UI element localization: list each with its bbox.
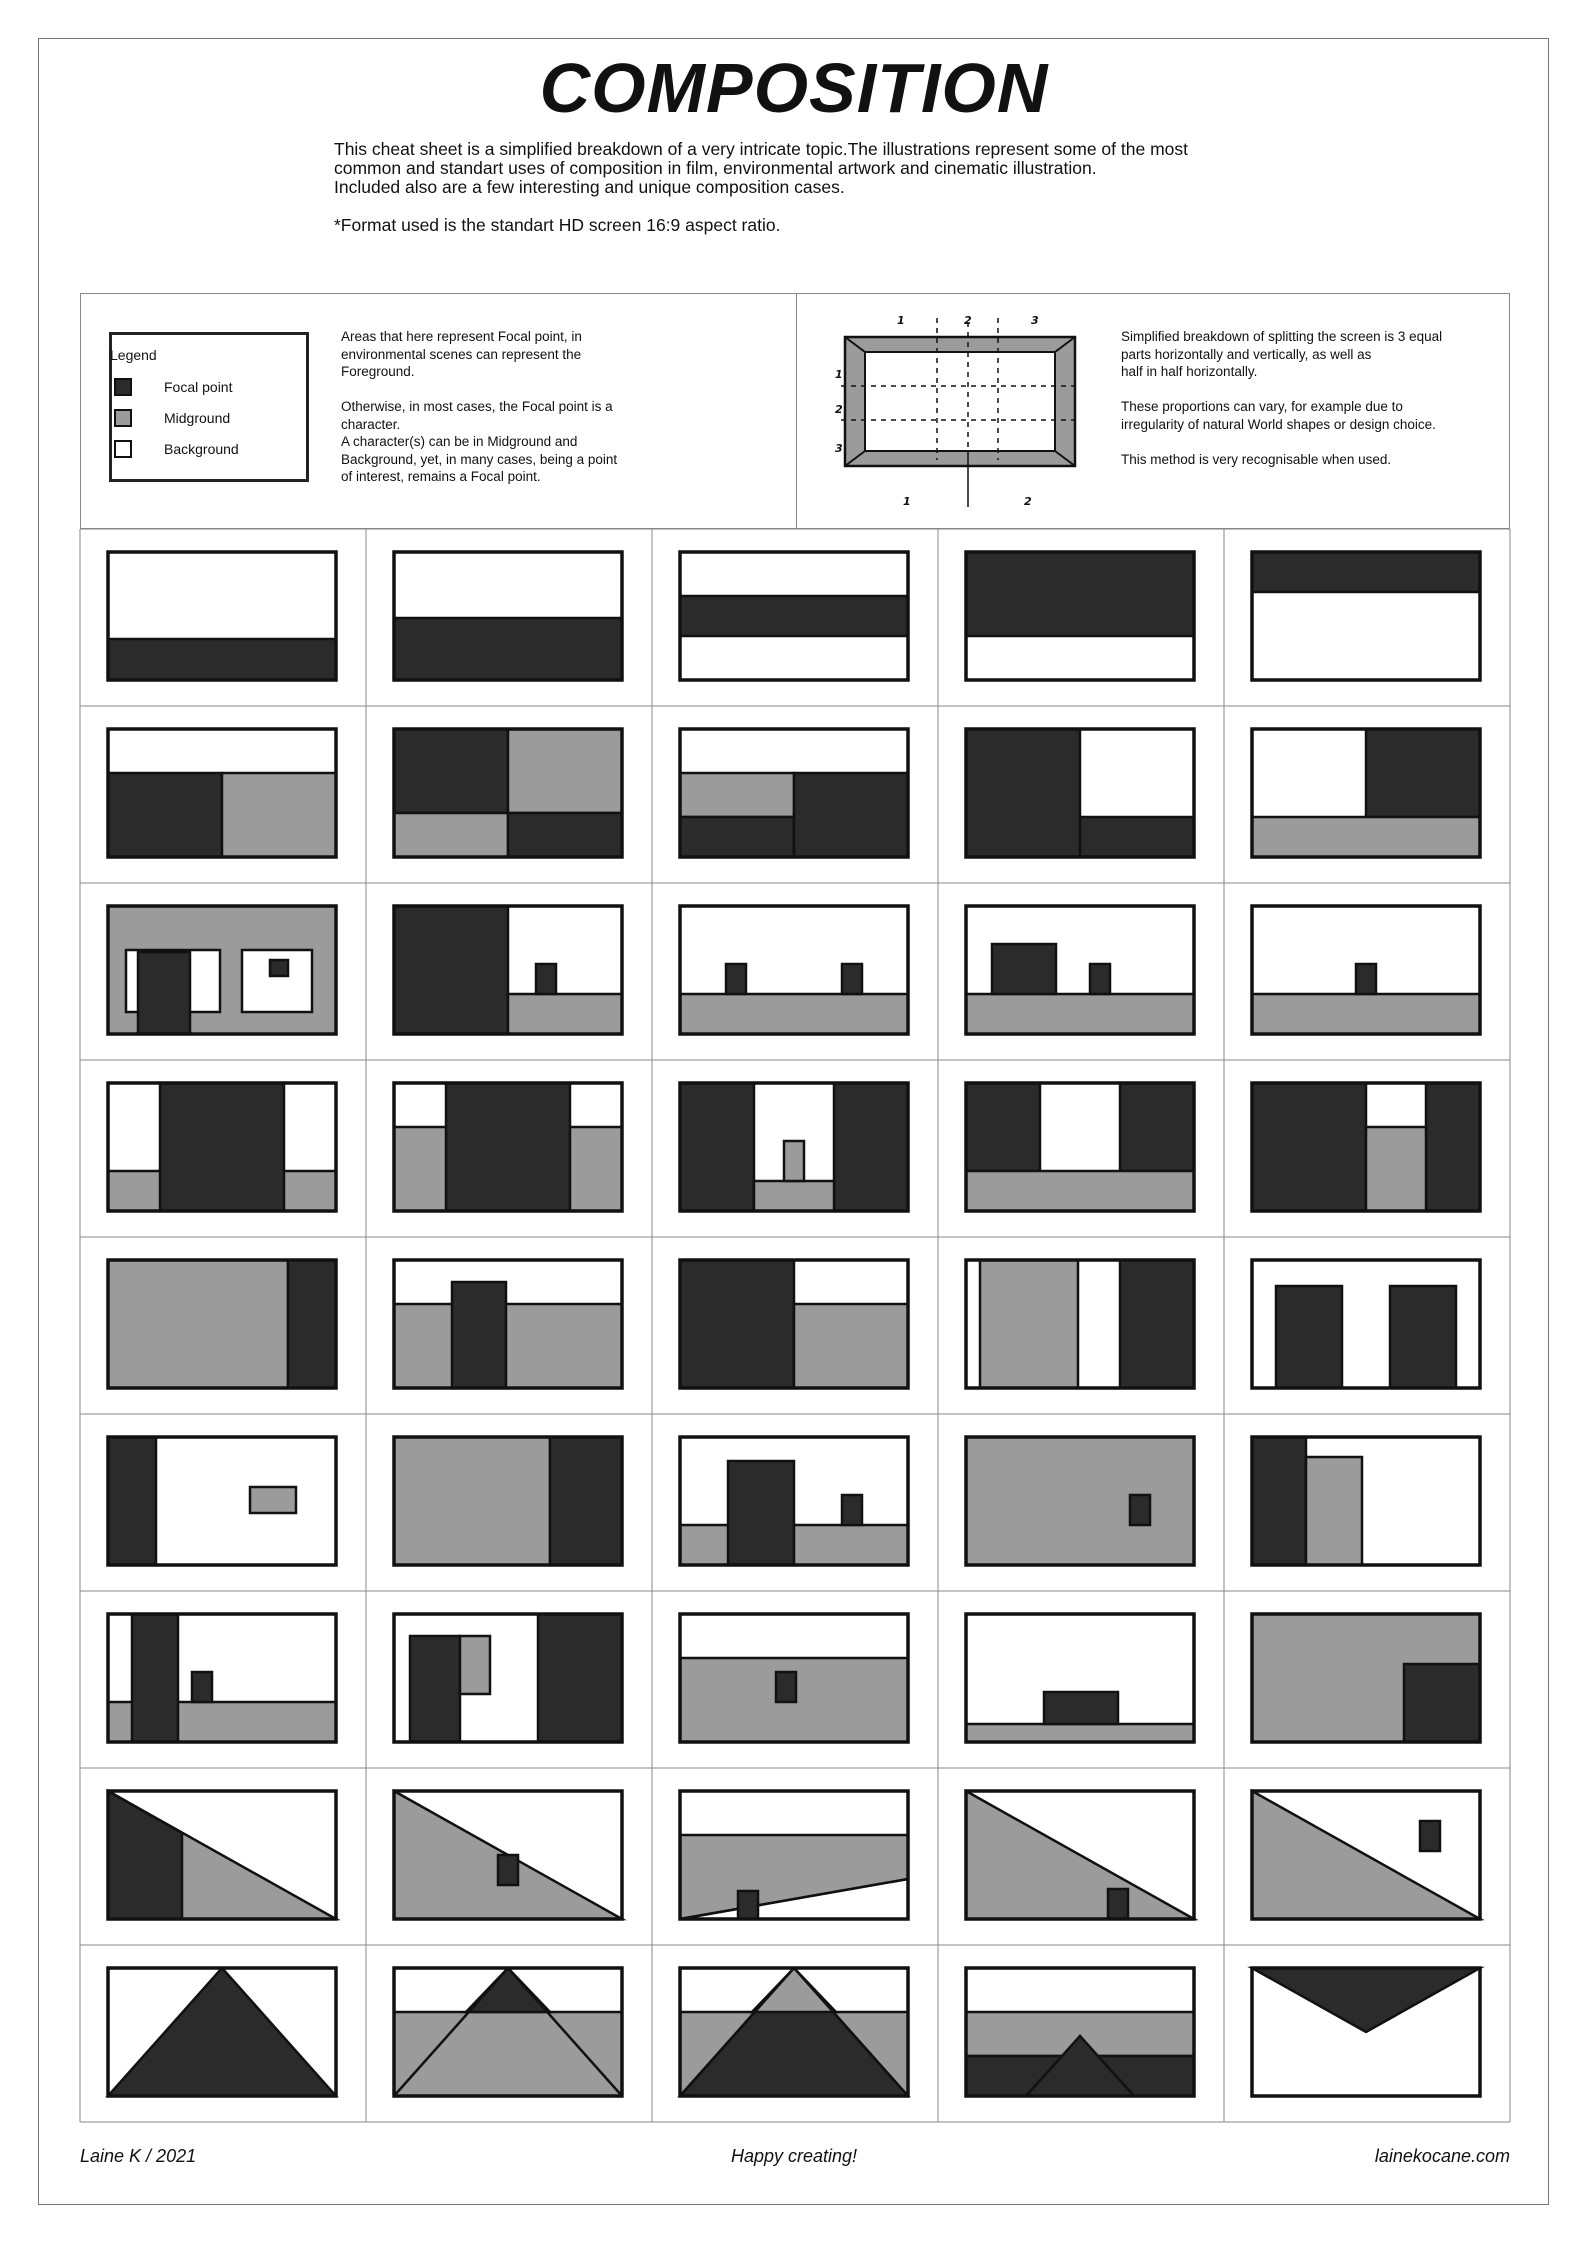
footer-author: Laine K / 2021 (80, 2146, 197, 2166)
text-line: character. (341, 416, 401, 432)
composition-thumbnail-37 (392, 1788, 627, 1921)
footer-tagline: Happy creating! (730, 2146, 858, 2166)
composition-thumbnail-32 (392, 1612, 624, 1744)
composition-thumbnail-23 (678, 1258, 910, 1390)
composition-thumbnail-33 (678, 1612, 910, 1744)
composition-thumbnail-42 (392, 1966, 624, 2098)
thirds-description: Simplified breakdown of splitting the sc… (1121, 328, 1501, 468)
composition-thumbnail-45 (1247, 1966, 1485, 2098)
composition-thumbnail-10 (1250, 727, 1482, 859)
composition-thumbnail-9 (964, 727, 1196, 859)
composition-thumbnail-12 (392, 904, 624, 1036)
page-title: COMPOSITION (539, 49, 1049, 127)
text-line: Foreground. (341, 364, 415, 379)
composition-thumbnail-25 (1250, 1258, 1482, 1390)
composition-thumbnail-3 (678, 550, 910, 682)
text-line: Areas that here represent Focal point, i… (341, 329, 582, 344)
midground-swatch (114, 409, 132, 427)
background-swatch (114, 440, 132, 458)
text-line: Background, yet, in many cases, being a … (341, 451, 618, 467)
composition-thumbnail-17 (392, 1081, 624, 1213)
composition-thumbnail-29 (964, 1435, 1196, 1567)
text-line: Simplified breakdown of splitting the sc… (1121, 329, 1443, 344)
thirds-bottom-label: 1 (903, 495, 911, 508)
text-line: parts horizontally and vertically, as we… (1121, 346, 1372, 362)
thirds-top-label: 2 (964, 314, 972, 327)
intro-note: *Format used is the standart HD screen 1… (334, 215, 781, 235)
rule-of-thirds-diagram: 1 2 3 1 2 3 1 2 (835, 314, 1081, 508)
composition-thumbnail-4 (964, 550, 1196, 682)
composition-thumbnail-14 (964, 904, 1196, 1036)
composition-thumbnail-24 (964, 1258, 1196, 1390)
composition-thumbnail-44 (964, 1966, 1196, 2098)
legend-box (109, 332, 309, 482)
composition-thumbnail-40 (1250, 1788, 1485, 1921)
text-line: of interest, remains a Focal point. (341, 469, 541, 484)
focal-swatch (114, 378, 132, 396)
text-line: This method is very recognisable when us… (1121, 451, 1392, 467)
composition-thumbnail-31 (106, 1612, 338, 1744)
composition-thumbnail-36 (106, 1788, 341, 1921)
composition-thumbnail-15 (1250, 904, 1482, 1036)
legend-label: Background (164, 441, 239, 457)
composition-thumbnail-27 (392, 1435, 624, 1567)
legend-label: Focal point (164, 379, 233, 395)
composition-thumbnail-35 (1250, 1612, 1482, 1744)
composition-thumbnail-28 (678, 1435, 910, 1567)
info-divider (796, 294, 797, 528)
thirds-side-label: 1 (835, 368, 843, 381)
composition-thumbnail-41 (105, 1966, 339, 2098)
legend-label: Midground (164, 410, 231, 426)
composition-thumbnail-43 (677, 1966, 911, 2098)
composition-thumbnail-39 (964, 1788, 1199, 1921)
composition-thumbnail-20 (1250, 1081, 1482, 1213)
thirds-side-label: 2 (835, 403, 843, 416)
composition-thumbnail-1 (106, 550, 338, 682)
composition-thumbnail-18 (678, 1081, 910, 1213)
composition-thumbnail-6 (106, 727, 338, 859)
page-frame (38, 38, 1549, 2205)
intro-text: This cheat sheet is a simplified breakdo… (334, 140, 1314, 235)
thirds-side-label: 3 (835, 442, 843, 455)
composition-thumbnail-30 (1250, 1435, 1482, 1567)
text-line: environmental scenes can represent the (341, 346, 582, 362)
composition-thumbnail-7 (392, 727, 624, 859)
composition-thumbnail-5 (1250, 550, 1482, 682)
grid-lines (79, 528, 1511, 2123)
composition-thumbnail-11 (106, 904, 338, 1036)
thirds-bottom-label: 2 (1024, 495, 1032, 508)
composition-thumbnail-38 (678, 1789, 910, 1921)
composition-thumbnail-16 (106, 1081, 338, 1213)
text-line: These proportions can vary, for example … (1121, 399, 1403, 414)
intro-line: This cheat sheet is a simplified breakdo… (334, 139, 1189, 159)
text-line: irregularity of natural World shapes or … (1121, 416, 1436, 432)
intro-line: common and standart uses of composition … (334, 158, 1097, 178)
focal-point-description: Areas that here represent Focal point, i… (341, 328, 671, 486)
footer-website: lainekocane.com (1374, 2146, 1510, 2166)
text-line: A character(s) can be in Midground and (341, 434, 578, 449)
composition-thumbnail-26 (106, 1435, 338, 1567)
thirds-top-label: 1 (897, 314, 905, 327)
composition-thumbnail-21 (106, 1258, 338, 1390)
thirds-top-label: 3 (1031, 314, 1039, 327)
legend-title: Legend (110, 347, 157, 363)
composition-thumbnail-2 (392, 550, 624, 682)
composition-thumbnail-8 (678, 727, 910, 859)
intro-line: Included also are a few interesting and … (334, 177, 845, 197)
composition-thumbnail-13 (678, 904, 910, 1036)
composition-thumbnail-22 (392, 1258, 624, 1390)
info-panel: Legend Focal point Midground Background … (80, 293, 1510, 529)
text-line: half in half horizontally. (1121, 364, 1258, 379)
composition-thumbnail-34 (964, 1612, 1196, 1744)
text-line: Otherwise, in most cases, the Focal poin… (341, 399, 613, 414)
composition-thumbnail-19 (964, 1081, 1196, 1213)
